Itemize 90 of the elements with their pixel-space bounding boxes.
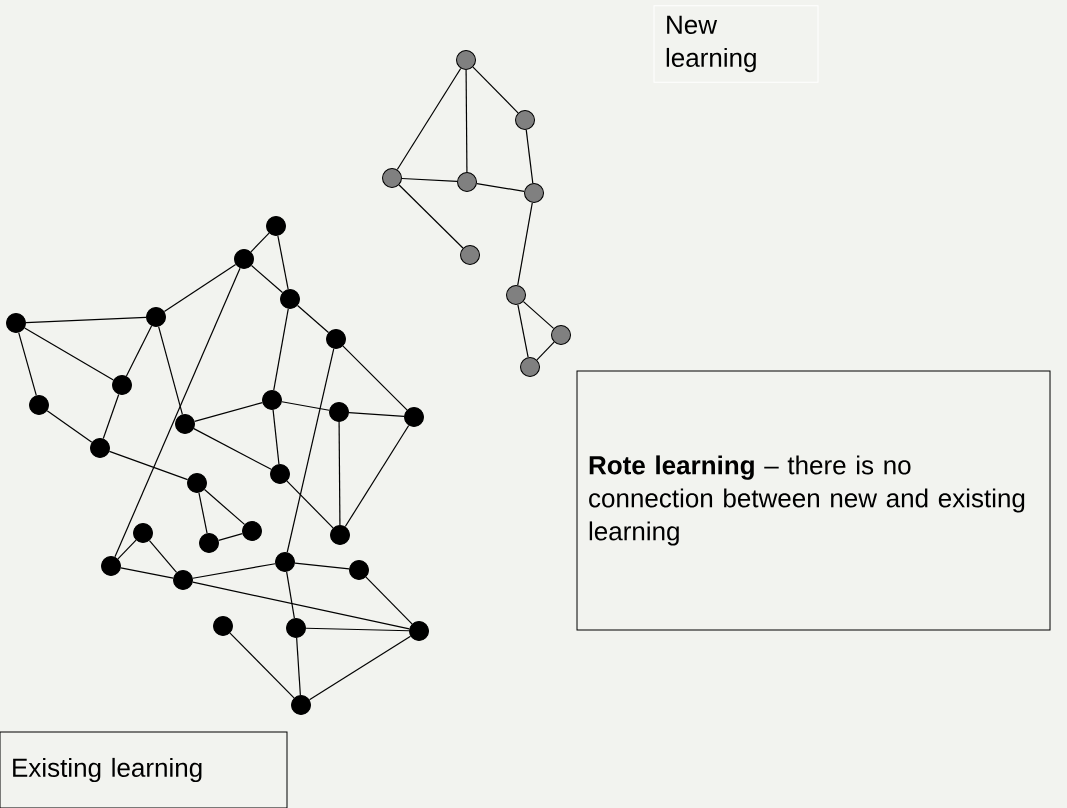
dot [291,695,311,715]
line [365,576,413,625]
line [294,562,350,570]
line [296,304,330,334]
dot [199,533,219,553]
dot [280,289,300,309]
dot [330,525,350,545]
line [163,263,237,313]
dot [520,357,540,377]
line [125,325,153,377]
line [120,567,174,579]
line [338,421,341,526]
line [18,332,37,396]
line [281,401,330,411]
dot [460,245,480,265]
dot [275,552,295,572]
line [525,129,534,184]
dot [266,216,286,236]
dot [286,618,306,638]
line [24,327,114,381]
line [522,301,555,329]
line [401,177,458,183]
line [25,316,147,324]
line [192,581,410,630]
line [193,428,272,470]
text-box: New learning [653,5,819,83]
line [46,410,93,443]
line [296,637,301,696]
line [250,232,270,253]
dot [234,249,254,269]
line [250,264,284,294]
dot [175,414,195,434]
dot [242,521,262,541]
line [117,539,137,560]
line [396,67,462,171]
line [192,563,276,579]
text-box: Rote learning – there is no connection between new and existing learning [576,370,1051,631]
dot [456,50,476,70]
dot [101,556,121,576]
dot [213,616,233,636]
line [536,341,555,361]
line [344,424,410,528]
line [194,402,263,422]
line [286,480,334,529]
line [305,627,410,632]
dot [551,325,571,345]
line [286,348,335,553]
dot [112,375,132,395]
line [517,202,533,286]
line [308,635,412,701]
dot [524,183,544,203]
dot [173,570,193,590]
line [273,308,289,391]
line [203,488,246,525]
line [286,571,295,619]
line [277,235,289,290]
line [114,267,241,558]
dot [6,313,26,333]
dot [146,307,166,327]
line [472,66,519,114]
line [229,632,295,699]
line [108,450,189,481]
dot [515,110,535,130]
dot [187,473,207,493]
text-box: Existing learning [0,731,288,808]
dot [133,523,153,543]
line [272,409,280,465]
line [342,345,408,411]
dot [409,621,429,641]
line [476,183,525,192]
line [465,69,468,173]
dot [457,172,477,192]
dot [404,407,424,427]
dot [506,285,526,305]
dot [270,464,290,484]
dot [90,438,110,458]
line [517,304,529,358]
dot [326,329,346,349]
line [148,540,178,573]
line [398,184,464,249]
line [198,492,208,534]
dot [349,560,369,580]
dot [329,402,349,422]
line [218,533,243,541]
line [102,393,120,440]
dot [29,395,49,415]
dot [382,168,402,188]
dot [262,390,282,410]
line [348,412,405,417]
line [158,326,183,415]
